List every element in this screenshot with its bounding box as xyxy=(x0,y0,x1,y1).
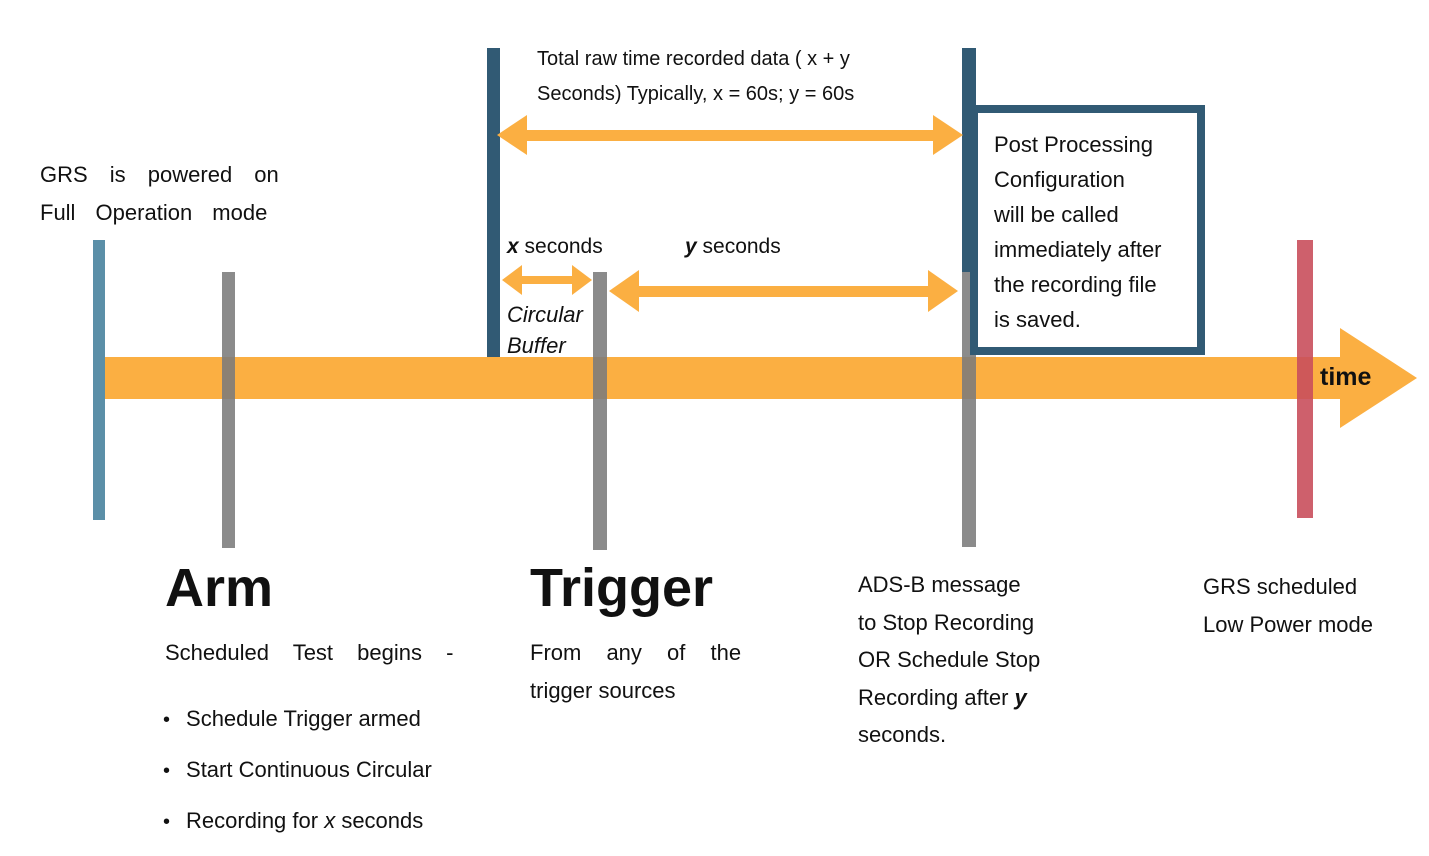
low-power-line1: GRS scheduled xyxy=(1203,574,1358,599)
stop-line3: OR Schedule Stop xyxy=(858,647,1041,672)
low-power-line2: Low Power mode xyxy=(1203,612,1373,637)
bullet-item: • Schedule Trigger armed xyxy=(163,706,432,757)
y-seconds-text: seconds xyxy=(696,235,781,258)
arm-bullet-list: • Schedule Trigger armed • Start Continuou… xyxy=(163,706,432,856)
post-processing-line2: Configuration xyxy=(994,167,1125,192)
arrow-right-head xyxy=(572,265,592,295)
total-raw-time-label: Total raw time recorded data ( x + y Sec… xyxy=(537,42,854,112)
timeline-arrow-body xyxy=(105,357,1342,399)
stop-line2: to Stop Recording xyxy=(858,609,1035,635)
arm-marker-bar xyxy=(222,272,235,548)
arrow-shaft xyxy=(522,276,572,284)
post-processing-callout: Post Processing Configuration will be ca… xyxy=(970,105,1205,355)
post-processing-line1: Post Processing xyxy=(994,132,1153,157)
post-processing-line3: will be called xyxy=(994,202,1119,227)
arrow-right-head xyxy=(928,270,958,312)
powered-on-line2: Full Operation mode xyxy=(40,200,268,225)
arrow-shaft xyxy=(639,285,928,297)
stop-line4-prefix: Recording after xyxy=(858,684,1015,710)
y-seconds-label: y seconds xyxy=(685,235,781,259)
low-power-marker-bar xyxy=(1297,240,1313,518)
circular-buffer-line1: Circular xyxy=(507,302,583,327)
record-start-marker-bar xyxy=(487,48,500,357)
y-variable: y xyxy=(685,235,697,258)
bullet-text-suffix: seconds xyxy=(335,808,424,833)
x-seconds-label: x seconds xyxy=(507,235,603,259)
trigger-subtitle-line1: From any of the xyxy=(530,640,742,665)
arm-subtitle: Scheduled Test begins - xyxy=(165,640,454,665)
stop-recording-label: ADS-B message to Stop Recording OR Sched… xyxy=(858,566,1040,754)
low-power-label: GRS scheduled Low Power mode xyxy=(1203,568,1373,644)
bullet-dot: • xyxy=(163,760,171,782)
bullet-item: • Start Continuous Circular xyxy=(163,757,432,808)
post-processing-line4: immediately after xyxy=(994,237,1162,262)
x-seconds-text: seconds xyxy=(518,235,603,258)
arrow-shaft xyxy=(527,129,933,141)
arrow-right-head xyxy=(933,115,963,155)
bullet-text: Recording for x seconds xyxy=(186,808,423,834)
post-processing-line5: the recording file xyxy=(994,272,1157,297)
arrow-left-head xyxy=(502,265,522,295)
x-seconds-arrow xyxy=(502,265,592,295)
bullet-text: Schedule Trigger armed xyxy=(186,706,421,731)
bullet-dot: • xyxy=(163,709,171,731)
trigger-subtitle-line2: trigger sources xyxy=(530,678,676,703)
stop-line1: ADS-B message xyxy=(858,572,1021,597)
trigger-subtitle: From any of the trigger sources xyxy=(530,634,741,710)
powered-on-label: GRS is powered on Full Operation mode xyxy=(40,156,279,232)
timeline-arrowhead xyxy=(1340,328,1417,428)
trigger-title: Trigger xyxy=(530,558,714,618)
y-seconds-arrow xyxy=(609,270,958,312)
powered-on-marker-bar xyxy=(93,240,105,520)
stop-line5: seconds. xyxy=(858,722,947,747)
y-variable: y xyxy=(1014,684,1027,710)
circular-buffer-line2: Buffer xyxy=(507,333,566,358)
time-label: time xyxy=(1320,363,1372,391)
x-variable: x xyxy=(507,235,519,258)
powered-on-line1: GRS is powered on xyxy=(40,162,279,187)
total-raw-line2: Seconds) Typically, x = 60s; y = 60s xyxy=(537,83,855,105)
bullet-item: • Recording for x seconds xyxy=(163,808,432,856)
bullet-text: Start Continuous Circular xyxy=(186,757,432,782)
x-variable: x xyxy=(324,808,336,833)
total-raw-line1: Total raw time recorded data ( x + y xyxy=(537,48,850,70)
trigger-marker-bar xyxy=(593,272,607,550)
circular-buffer-label: Circular Buffer xyxy=(507,299,583,361)
arrow-left-head xyxy=(609,270,639,312)
stop-line4: Recording after y xyxy=(858,679,1040,717)
post-processing-line6: is saved. xyxy=(994,307,1081,332)
arm-title: Arm xyxy=(165,558,274,618)
arrow-left-head xyxy=(497,115,527,155)
bullet-text-prefix: Recording for xyxy=(186,808,325,833)
total-raw-time-arrow xyxy=(497,115,963,155)
bullet-dot: • xyxy=(163,811,171,833)
